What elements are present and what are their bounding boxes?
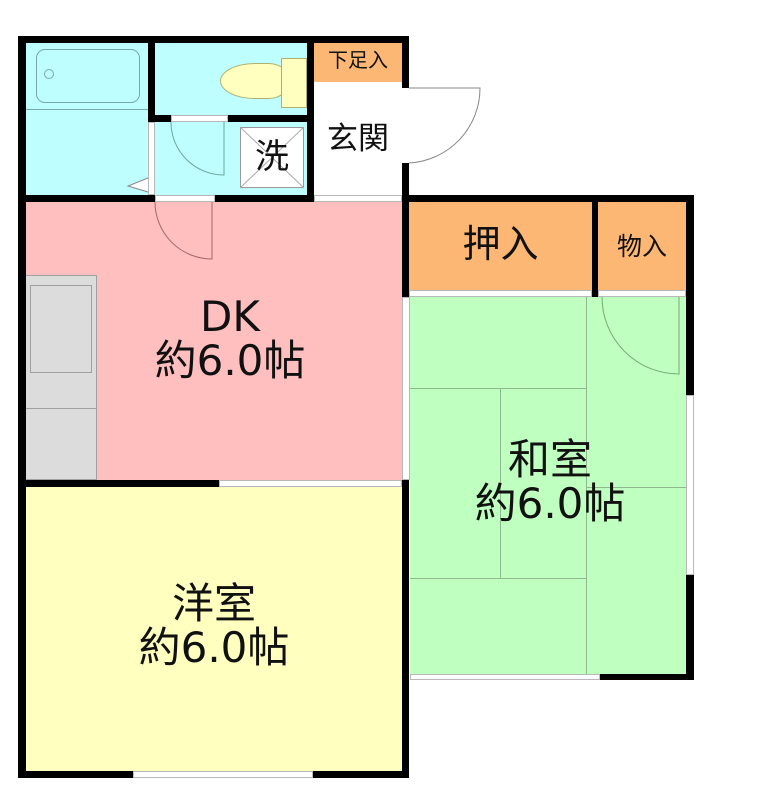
door-opening-dk (155, 195, 215, 202)
wall-closet-divider (592, 202, 598, 297)
sliding-door-closet (409, 290, 592, 297)
entrance-label: 玄関 (327, 121, 389, 157)
wall-toilet-wash-left (148, 115, 171, 122)
door-opening-bath (148, 122, 155, 195)
wall-upper-dk-right (215, 195, 314, 202)
wall-toilet-entrance (307, 43, 314, 202)
dk-door-arc (154, 201, 213, 260)
western-room-name: 洋室 (171, 579, 256, 628)
western-room (26, 487, 402, 771)
wall-japanese-bottom (600, 674, 694, 680)
western-room-label-group: 洋室 約6.0帖 (84, 579, 344, 673)
wall-upper-dk-left (18, 195, 155, 202)
wall-toilet-wash-right (228, 115, 308, 122)
tatami-line (586, 297, 587, 674)
tatami-line (500, 388, 501, 578)
japanese-room-label-group: 和室 約6.0帖 (420, 435, 680, 529)
wall-entrance-right-top (402, 36, 409, 88)
wall-dk-western-left (18, 480, 219, 487)
storage-label: 物入 (616, 232, 667, 261)
japanese-room (410, 297, 688, 674)
shoe-storage-label: 下足入 (328, 48, 388, 72)
closet-label: 押入 (462, 222, 539, 266)
window-western-bottom (133, 771, 313, 778)
sliding-door-dk-japanese (402, 297, 410, 480)
tatami-line (410, 388, 586, 389)
entrance-door-arc (408, 87, 481, 164)
wall-outer-right-bottom (686, 575, 694, 680)
bath-divider (26, 109, 148, 110)
sink (30, 285, 92, 373)
washing-machine-label: 洗 (255, 137, 289, 177)
storage-closet (598, 202, 686, 290)
wall-bath-right (148, 43, 155, 122)
entrance-step (314, 195, 402, 202)
tatami-line (586, 487, 688, 488)
bathtub-drain (44, 69, 54, 79)
wall-outer-top (18, 36, 409, 43)
wall-outer-left (18, 36, 26, 778)
japanese-room-name: 和室 (507, 435, 592, 484)
door-opening-toilet (171, 115, 228, 122)
toilet-tank (281, 58, 307, 108)
window-japanese-right (686, 395, 694, 575)
wall-entrance-right-bottom (402, 163, 409, 297)
wall-closet-top (402, 195, 694, 202)
western-room-size: 約6.0帖 (138, 623, 290, 673)
storage-door-arc (601, 296, 680, 375)
wall-western-right (402, 480, 409, 778)
bath-door-mark (126, 177, 149, 193)
bathtub (36, 49, 140, 103)
japanese-room-size: 約6.0帖 (474, 479, 626, 529)
door-opening-storage (598, 290, 686, 297)
window-japanese-bottom (410, 674, 600, 680)
closet (409, 202, 592, 290)
wall-outer-bottom-left (18, 771, 133, 778)
wall-outer-bottom-right (313, 771, 409, 778)
toilet-door-arc (170, 121, 225, 176)
entrance (314, 82, 402, 195)
dk-size: 約6.0帖 (154, 336, 306, 386)
dk-name: DK (200, 292, 260, 341)
bathroom (26, 43, 148, 195)
sliding-door-dk-western (219, 480, 402, 487)
counter-divider (26, 408, 97, 409)
shoe-storage (314, 43, 402, 82)
tatami-line (410, 578, 586, 579)
dk-label-group: DK 約6.0帖 (100, 292, 360, 386)
wall-outer-right-top (686, 195, 694, 395)
